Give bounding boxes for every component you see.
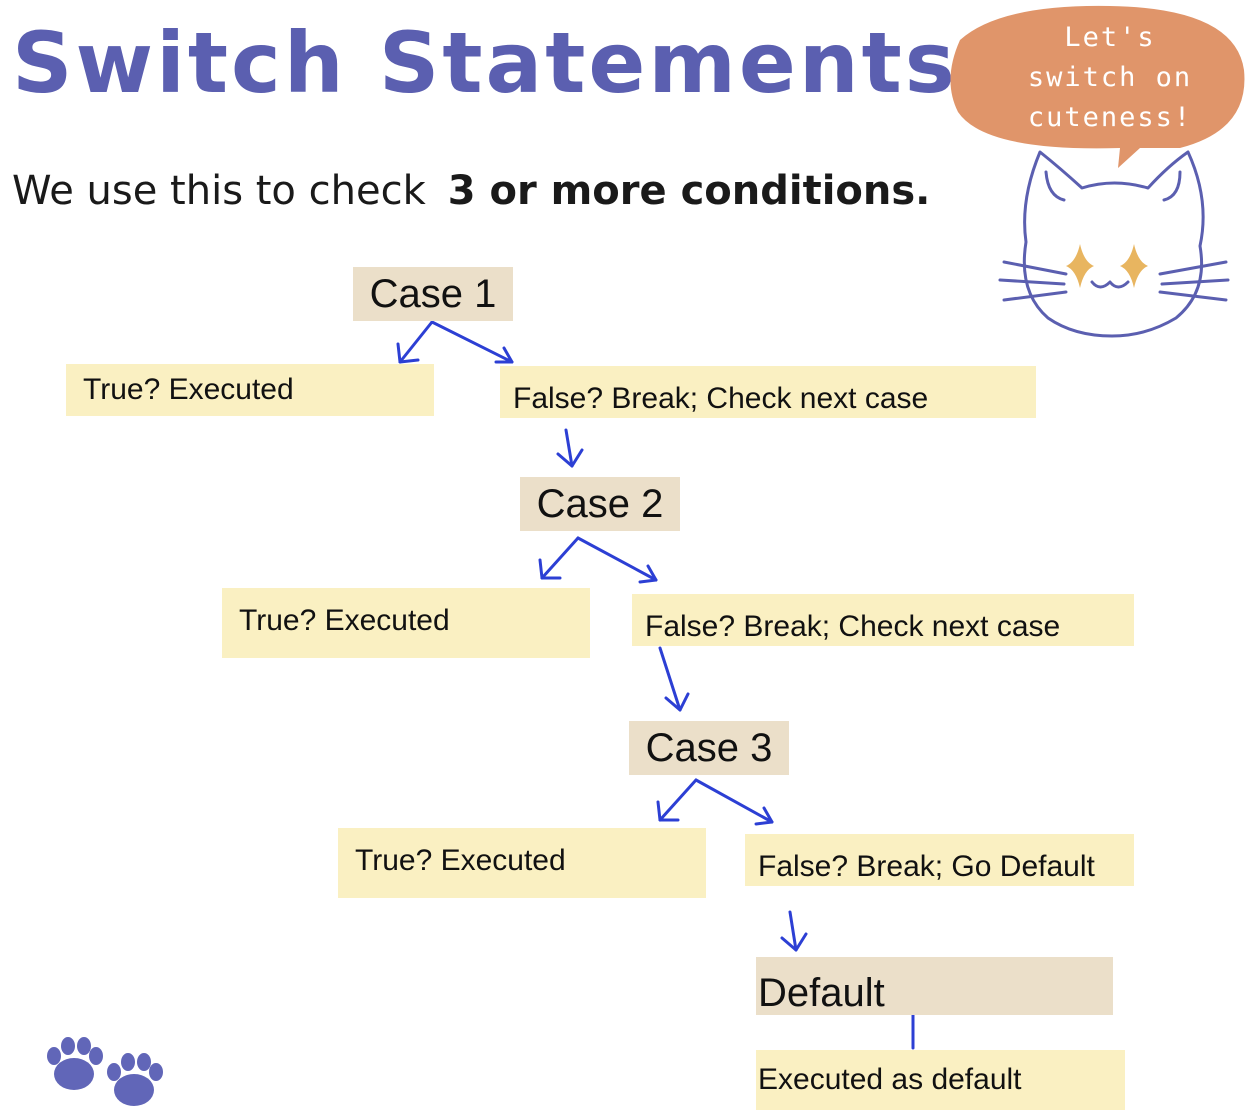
arrow-case3-true: [658, 778, 698, 822]
default-executed-box: Executed as default: [756, 1050, 1125, 1110]
case-3-true-box: True? Executed: [338, 828, 706, 898]
arrow-case3-false: [694, 778, 774, 824]
case-2-true-box: True? Executed: [222, 588, 590, 658]
arrow-to-default: [788, 910, 798, 952]
arrow-case2-false: [576, 536, 658, 582]
speech-bubble-text: Let's switch on cuteness!: [1027, 22, 1193, 133]
speech-bubble-icon: [950, 5, 1245, 168]
arrow-case1-true: [398, 320, 434, 364]
case-1-false-box: False? Break; Check next case: [500, 366, 1036, 418]
subtitle-bold: 3 or more conditions.: [447, 168, 931, 214]
case-2-false-box: False? Break; Check next case: [632, 594, 1134, 646]
cat-icon: [998, 150, 1230, 338]
case-2-box: Case 2: [520, 477, 680, 531]
arrow-case2-true: [540, 536, 580, 580]
default-box: Default: [756, 957, 1113, 1015]
case-3-false-box: False? Break; Go Default: [745, 834, 1134, 886]
arrow-case1-false: [430, 320, 514, 364]
flow-arrows: [396, 320, 915, 1050]
arrow-to-case2: [564, 428, 574, 468]
cat-eyes-icon: [1066, 244, 1148, 288]
case-1-box: Case 1: [353, 267, 513, 321]
page-title: Switch Statements: [12, 14, 958, 112]
case-3-box: Case 3: [629, 721, 789, 775]
paw-prints-icon: [47, 1037, 163, 1106]
case-1-true-box: True? Executed: [66, 364, 434, 416]
arrow-to-case3: [658, 646, 682, 712]
page-subtitle: We use this to check 3 or more conditions…: [12, 168, 930, 214]
subtitle-plain: We use this to check: [12, 168, 426, 214]
